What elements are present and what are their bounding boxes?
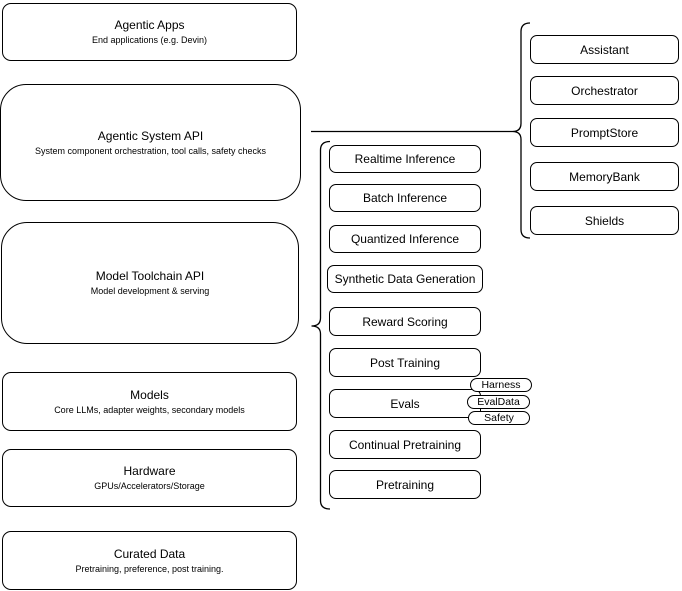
node-reward-scoring: Reward Scoring <box>329 307 481 336</box>
node-subtitle: Model development & serving <box>90 286 210 296</box>
tag-label: Safety <box>484 411 514 424</box>
node-label: Post Training <box>369 355 441 370</box>
node-subtitle: System component orchestration, tool cal… <box>34 145 267 156</box>
node-label: Continual Pretraining <box>348 437 462 452</box>
node-title: Agentic Apps <box>114 18 185 32</box>
node-evals: Evals <box>329 389 481 418</box>
node-batch-inference: Batch Inference <box>329 184 481 212</box>
node-label: PromptStore <box>570 125 639 140</box>
node-pretraining: Pretraining <box>329 470 481 499</box>
node-label: Quantized Inference <box>350 232 460 246</box>
node-title: Curated Data <box>113 546 186 561</box>
node-continual-pretraining: Continual Pretraining <box>329 430 481 459</box>
node-agentic-system-api: Agentic System API System component orch… <box>0 84 301 201</box>
tag-evaldata: EvalData <box>467 394 530 409</box>
node-shields: Shields <box>530 206 679 235</box>
node-label: MemoryBank <box>569 169 640 184</box>
node-label: Realtime Inference <box>354 152 456 166</box>
toolchain-group-brace <box>311 140 331 510</box>
node-promptstore: PromptStore <box>530 118 679 147</box>
node-models: Models Core LLMs, adapter weights, secon… <box>2 372 297 431</box>
node-post-training: Post Training <box>329 348 481 377</box>
node-label: Reward Scoring <box>362 314 448 329</box>
node-subtitle: Core LLMs, adapter weights, secondary mo… <box>54 404 245 415</box>
node-subtitle: End applications (e.g. Devin) <box>91 35 208 45</box>
node-label: Synthetic Data Generation <box>334 272 476 286</box>
node-realtime-inference: Realtime Inference <box>329 145 481 173</box>
node-label: Shields <box>584 213 625 228</box>
tag-harness: Harness <box>470 378 532 392</box>
node-synthetic-data-generation: Synthetic Data Generation <box>327 265 483 293</box>
node-agentic-apps: Agentic Apps End applications (e.g. Devi… <box>2 3 297 61</box>
node-title: Hardware <box>123 464 176 478</box>
components-group-brace <box>512 22 531 239</box>
node-label: Evals <box>390 396 420 411</box>
node-title: Models <box>130 387 169 402</box>
node-label: Assistant <box>580 42 629 57</box>
node-label: Pretraining <box>375 477 435 492</box>
tag-label: EvalData <box>477 395 520 408</box>
node-curated-data: Curated Data Pretraining, preference, po… <box>2 531 297 590</box>
node-memorybank: MemoryBank <box>530 162 679 191</box>
node-orchestrator: Orchestrator <box>530 76 679 105</box>
node-subtitle: Pretraining, preference, post training. <box>75 563 224 574</box>
node-subtitle: GPUs/Accelerators/Storage <box>94 481 205 491</box>
node-model-toolchain-api: Model Toolchain API Model development & … <box>1 222 299 344</box>
node-hardware: Hardware GPUs/Accelerators/Storage <box>2 449 297 507</box>
node-label: Batch Inference <box>362 191 448 205</box>
node-label: Orchestrator <box>571 83 638 98</box>
tag-label: Harness <box>481 379 521 391</box>
node-title: Agentic System API <box>97 128 204 143</box>
node-quantized-inference: Quantized Inference <box>329 225 481 253</box>
node-assistant: Assistant <box>530 35 679 64</box>
node-title: Model Toolchain API <box>95 269 205 283</box>
tag-safety: Safety <box>468 410 530 425</box>
